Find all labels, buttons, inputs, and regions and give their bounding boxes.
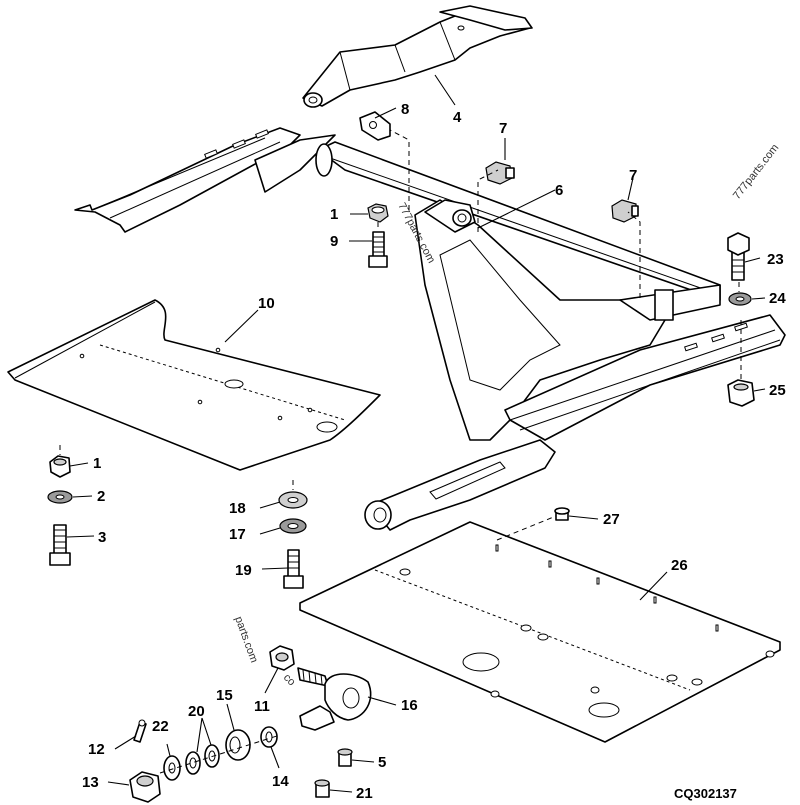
callout-12: 12: [88, 741, 105, 758]
part-20-washer-b: [204, 744, 220, 768]
part-1-nut-top: [367, 203, 389, 223]
callout-19: 19: [235, 562, 252, 579]
callout-25: 25: [769, 382, 786, 399]
callout-14: 14: [272, 773, 289, 790]
callout-26: 26: [671, 557, 688, 574]
callout-27: 27: [603, 511, 620, 528]
part-13-castle-nut: [129, 771, 161, 803]
part-23-bolt: [727, 232, 750, 281]
part-14-washer: [260, 726, 278, 748]
part-26-floor-plate-right: [299, 521, 781, 743]
part-7-grease-fitting-b: [611, 199, 639, 223]
watermark-tie-rod: parts.com: [232, 615, 260, 664]
watermark-top-right: 777parts.com: [731, 142, 781, 202]
callout-6: 6: [555, 182, 563, 199]
part-7-grease-fitting-a: [485, 161, 515, 185]
part-12-cotter-pin: [133, 719, 147, 743]
part-3-bolt: [49, 524, 71, 566]
part-21-plug: [314, 779, 330, 798]
callout-20: 20: [188, 703, 205, 720]
part-22-washer: [163, 755, 181, 781]
part-11-jam-nut: [269, 645, 295, 671]
part-4-top-bracket: [302, 5, 533, 108]
callout-8: 8: [401, 101, 409, 118]
reference-code: CQ302137: [674, 786, 737, 801]
part-6-main-frame: [315, 141, 721, 441]
callout-5: 5: [378, 754, 386, 771]
part-9-bolt: [368, 231, 388, 268]
watermark-tie-rod-b: co: [281, 672, 298, 689]
leader-lines: [66, 74, 766, 793]
callout-10: 10: [258, 295, 275, 312]
callout-17: 17: [229, 526, 246, 543]
callout-7-a: 7: [499, 120, 507, 137]
callout-2: 2: [97, 488, 105, 505]
callout-7-b: 7: [629, 167, 637, 184]
callout-9: 9: [330, 233, 338, 250]
part-16-tie-rod-end: [297, 667, 372, 731]
right-rail-channel: [504, 314, 786, 441]
part-15-bushing: [225, 729, 251, 761]
part-8-clip: [359, 111, 391, 141]
callout-1-top: 1: [330, 206, 338, 223]
slotted-arm: [364, 439, 556, 531]
part-18-washer: [278, 491, 308, 509]
callout-15: 15: [216, 687, 233, 704]
callout-3: 3: [98, 529, 106, 546]
left-rail-channel: [74, 127, 336, 233]
callout-4: 4: [453, 109, 462, 126]
callout-13: 13: [82, 774, 99, 791]
callout-21: 21: [356, 785, 373, 802]
callout-24: 24: [769, 290, 786, 307]
part-25-nut: [727, 379, 755, 407]
callout-1-left: 1: [93, 455, 101, 472]
part-27-plug: [554, 507, 570, 521]
part-1-nut-left: [49, 455, 71, 478]
callout-16: 16: [401, 697, 418, 714]
callout-labels: 4 8 7 7 6 1 9 10 1 2 3 18 17 19 23 24 25…: [82, 101, 786, 802]
part-10-floor-plate-left: [7, 299, 381, 471]
part-17-lock-washer: [279, 518, 307, 534]
part-5-grease-fitting: [337, 748, 353, 767]
part-2-washer: [47, 490, 73, 504]
part-24-washer: [728, 292, 752, 306]
part-20-washer-a: [185, 751, 201, 775]
callout-23: 23: [767, 251, 784, 268]
callout-22: 22: [152, 718, 169, 735]
callout-18: 18: [229, 500, 246, 517]
callout-11: 11: [254, 698, 270, 715]
part-19-bolt: [283, 549, 304, 589]
assembly-lines: [59, 129, 742, 774]
